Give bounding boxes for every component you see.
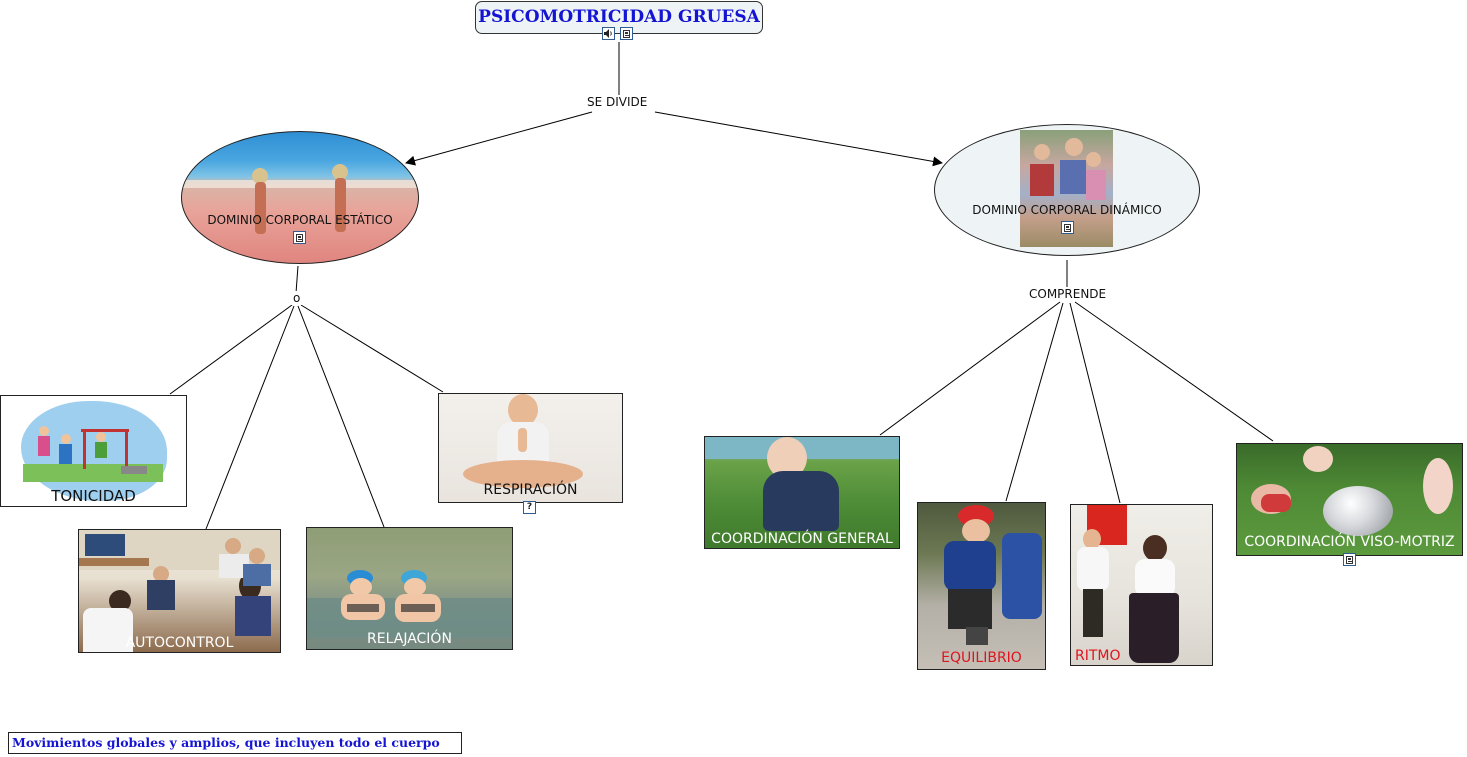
title-text: PSICOMOTRICIDAD GRUESA bbox=[478, 7, 760, 27]
girl-blouse bbox=[1135, 559, 1175, 597]
document-icon[interactable] bbox=[1343, 553, 1356, 566]
line-o-to-autocontrol bbox=[205, 305, 295, 530]
skater-face bbox=[962, 519, 990, 543]
child-figure-right bbox=[332, 164, 348, 180]
child-body bbox=[243, 564, 271, 586]
second-skater bbox=[1002, 533, 1042, 619]
node-equilibrio[interactable]: EQUILIBRIO bbox=[917, 502, 1046, 670]
node-label: COORDINACIÓN GENERAL bbox=[711, 531, 893, 547]
teacher-body bbox=[83, 608, 133, 652]
child-head bbox=[1086, 152, 1101, 167]
boy-head bbox=[1083, 529, 1101, 549]
node-dominio-corporal-dinamico[interactable]: DOMINIO CORPORAL DINÁMICO bbox=[934, 124, 1200, 256]
skater-legs bbox=[948, 589, 992, 629]
node-label: RITMO bbox=[1075, 648, 1121, 664]
child-body-left bbox=[255, 182, 266, 234]
document-icon[interactable] bbox=[293, 231, 306, 244]
link-label-se-divide: SE DIVIDE bbox=[585, 95, 650, 109]
boy-head bbox=[508, 394, 538, 426]
node-dominio-corporal-estatico[interactable]: DOMINIO CORPORAL ESTÁTICO bbox=[181, 131, 419, 264]
bar-post bbox=[125, 429, 128, 469]
node-label: RESPIRACIÓN bbox=[483, 482, 578, 498]
table bbox=[79, 558, 149, 566]
child-head bbox=[153, 566, 169, 582]
bar-post bbox=[83, 429, 86, 469]
skater-body bbox=[944, 541, 996, 591]
boy-shirt bbox=[1077, 547, 1109, 591]
beach-foam bbox=[182, 180, 418, 188]
child-shirt bbox=[1030, 164, 1054, 196]
node-tonicidad[interactable]: TONICIDAD bbox=[0, 395, 187, 507]
cartoon-kid-body bbox=[38, 436, 50, 456]
line-o-to-tonicidad bbox=[169, 304, 293, 395]
cartoon-kid-body bbox=[95, 442, 107, 458]
child-body bbox=[235, 596, 271, 636]
teacher-head bbox=[109, 590, 131, 612]
footer-note: Movimientos globales y amplios, que incl… bbox=[8, 732, 462, 754]
cartoon-kid bbox=[61, 434, 71, 444]
node-relajacion[interactable]: RELAJACIÓN bbox=[306, 527, 513, 650]
document-icon[interactable] bbox=[1061, 221, 1074, 234]
girl-head bbox=[1143, 535, 1167, 561]
silver-ball bbox=[1323, 486, 1393, 536]
baby-swimsuit bbox=[347, 604, 379, 612]
line-comprende-to-ritmo bbox=[1069, 302, 1121, 504]
toddler-jacket bbox=[763, 471, 839, 531]
child-runner-dress bbox=[1261, 494, 1291, 512]
line-comprende-to-coord-viso bbox=[1074, 301, 1274, 442]
child-body bbox=[147, 580, 175, 610]
child-runner bbox=[1303, 446, 1333, 472]
monkey-bars bbox=[81, 429, 129, 432]
node-coordinacion-general[interactable]: COORDINACIÓN GENERAL bbox=[704, 436, 900, 549]
footer-note-text: Movimientos globales y amplios, que incl… bbox=[12, 735, 440, 750]
arrow-to-estatico bbox=[405, 111, 593, 166]
baby-swimsuit bbox=[401, 604, 435, 612]
child-head bbox=[1034, 144, 1050, 160]
cartoon-kid bbox=[96, 432, 106, 442]
node-label: DOMINIO CORPORAL DINÁMICO bbox=[972, 203, 1162, 217]
bench bbox=[121, 466, 147, 474]
line-o-to-respiracion bbox=[300, 304, 444, 393]
baby-head bbox=[350, 578, 372, 596]
girl-skirt bbox=[1129, 593, 1179, 663]
child-body-right bbox=[335, 178, 346, 232]
line-comprende-to-coord-general bbox=[879, 301, 1061, 436]
line-o-to-relajacion bbox=[297, 305, 385, 528]
boy-pants bbox=[1083, 589, 1103, 637]
node-label: COORDINACIÓN VISO-MOTRIZ bbox=[1244, 534, 1455, 550]
cartoon-kid-body bbox=[59, 444, 72, 464]
node-autocontrol[interactable]: AUTOCONTROL bbox=[78, 529, 281, 653]
child-figure-left bbox=[252, 168, 268, 184]
arrow-to-dinamico bbox=[654, 111, 943, 167]
link-label-o: o bbox=[291, 291, 303, 305]
node-label: AUTOCONTROL bbox=[125, 635, 234, 651]
child-runner bbox=[1423, 458, 1453, 514]
concept-map-title[interactable]: PSICOMOTRICIDAD GRUESA bbox=[475, 1, 763, 34]
child-shirt bbox=[1086, 170, 1106, 200]
boy-legs bbox=[463, 460, 583, 488]
node-label: RELAJACIÓN bbox=[367, 631, 452, 647]
child-head bbox=[249, 548, 265, 564]
node-ritmo[interactable]: RITMO bbox=[1070, 504, 1213, 666]
line-comprende-to-equilibrio bbox=[1005, 302, 1064, 502]
document-icon[interactable] bbox=[620, 27, 633, 40]
skate bbox=[966, 627, 988, 645]
child-head bbox=[225, 538, 241, 554]
line-estatico-to-o bbox=[295, 265, 299, 294]
classroom-window bbox=[85, 534, 125, 556]
node-label: DOMINIO CORPORAL ESTÁTICO bbox=[207, 213, 393, 227]
question-icon[interactable]: ? bbox=[523, 501, 536, 514]
node-label: EQUILIBRIO bbox=[941, 650, 1022, 666]
cartoon-kid bbox=[39, 426, 49, 436]
boy-hands bbox=[518, 428, 527, 452]
node-coordinacion-viso-motriz[interactable]: COORDINACIÓN VISO-MOTRIZ bbox=[1236, 443, 1463, 556]
child-shirt bbox=[1060, 160, 1086, 194]
child-head bbox=[1065, 138, 1083, 156]
audio-icon[interactable] bbox=[602, 27, 615, 40]
node-label: TONICIDAD bbox=[51, 487, 136, 505]
node-respiracion[interactable]: RESPIRACIÓN bbox=[438, 393, 623, 503]
baby-head bbox=[404, 578, 426, 596]
link-label-comprende: COMPRENDE bbox=[1027, 287, 1109, 301]
